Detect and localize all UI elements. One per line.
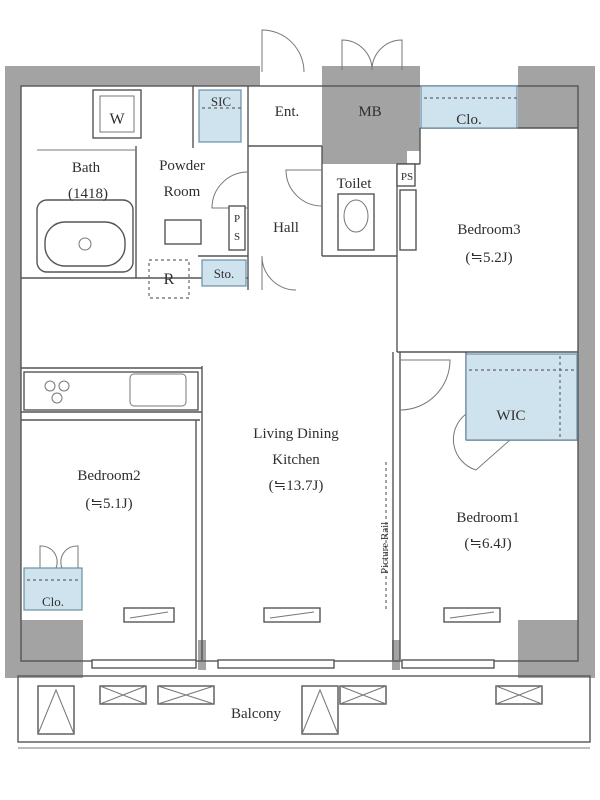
doors bbox=[39, 29, 511, 569]
north-wall-west bbox=[5, 66, 260, 86]
ldk-label-1: Living Dining bbox=[253, 426, 339, 442]
bedroom3-closet-label: Clo. bbox=[456, 112, 481, 128]
bedroom1-size: (≒6.4J) bbox=[464, 536, 511, 552]
toilet-unit bbox=[337, 193, 375, 251]
storage-label: Sto. bbox=[214, 266, 235, 281]
bedroom2-size: (≒5.1J) bbox=[85, 496, 132, 512]
windows bbox=[91, 607, 501, 669]
bedroom2-label: Bedroom2 bbox=[77, 468, 140, 484]
exterior-walls bbox=[5, 66, 595, 678]
balcony-unit-2 bbox=[301, 685, 339, 735]
west-wall bbox=[5, 66, 21, 678]
bedroom2-closet bbox=[23, 567, 83, 611]
bedroom3-closet bbox=[420, 85, 518, 129]
bath-label: Bath bbox=[72, 160, 101, 176]
north-wall-mb bbox=[322, 66, 407, 164]
hall-label: Hall bbox=[273, 220, 299, 236]
fridge-label: R bbox=[164, 271, 175, 288]
balcony-unit-1 bbox=[37, 685, 75, 735]
storage-closet bbox=[201, 259, 247, 287]
bedroom3-label: Bedroom3 bbox=[457, 222, 520, 238]
southeast-block bbox=[518, 620, 595, 678]
storage-areas bbox=[23, 85, 578, 611]
washer-box bbox=[92, 89, 142, 139]
bedroom1-label: Bedroom1 bbox=[456, 510, 519, 526]
pier-2 bbox=[392, 640, 400, 670]
balcony-outline bbox=[17, 675, 591, 743]
sic-closet bbox=[198, 89, 242, 143]
ps-shaft-1 bbox=[228, 205, 246, 251]
ldk-size: (≒13.7J) bbox=[269, 478, 324, 494]
wic-label: WIC bbox=[496, 408, 525, 424]
north-wall-mb-edge bbox=[407, 66, 420, 151]
balcony-area bbox=[17, 675, 591, 749]
powder-label-2: Room bbox=[164, 184, 201, 200]
balcony-label: Balcony bbox=[231, 706, 281, 722]
southwest-block bbox=[5, 620, 83, 678]
fridge-space bbox=[148, 259, 190, 299]
ps-top-label: PS bbox=[401, 171, 413, 183]
east-wall bbox=[578, 66, 595, 678]
toilet-label: Toilet bbox=[337, 176, 373, 192]
powder-label-1: Powder bbox=[159, 158, 205, 174]
wic-closet bbox=[465, 353, 578, 441]
sic-label: SIC bbox=[211, 94, 231, 109]
ps-shaft-2 bbox=[396, 163, 416, 187]
bedroom3-size: (≒5.2J) bbox=[465, 250, 512, 266]
ldk-label-2: Kitchen bbox=[272, 452, 320, 468]
bedroom3-shelf bbox=[399, 189, 417, 251]
picture-rail-label: Picture Rail bbox=[379, 522, 391, 574]
bedroom2-closet-label: Clo. bbox=[42, 594, 64, 609]
bath-size: (1418) bbox=[68, 186, 108, 202]
entrance-label: Ent. bbox=[275, 104, 300, 120]
ps-side-label-p: P bbox=[234, 213, 240, 225]
fixtures bbox=[23, 89, 417, 610]
kitchen-counter bbox=[23, 371, 199, 411]
powder-sink bbox=[164, 219, 202, 245]
mb-label: MB bbox=[358, 104, 381, 120]
ps-side-label-s: S bbox=[234, 231, 240, 243]
washer-label: W bbox=[109, 111, 125, 128]
